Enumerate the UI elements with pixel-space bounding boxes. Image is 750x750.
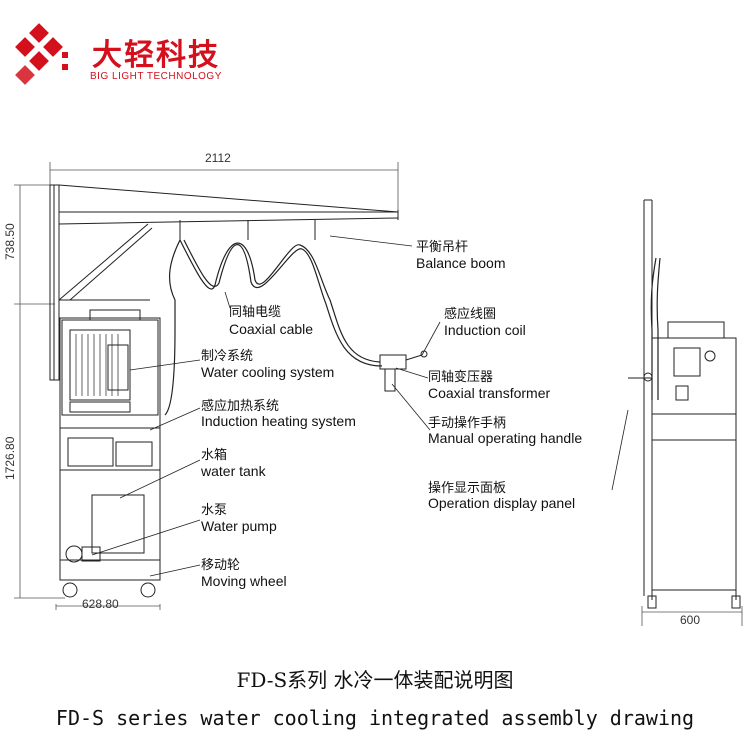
label-water-tank-en: water tank (200, 463, 267, 479)
label-moving-wheel-cn: 移动轮 (201, 558, 240, 573)
side-view (628, 199, 743, 626)
logo-name-en: BIG LIGHT TECHNOLOGY (90, 71, 222, 82)
label-coaxial-cable-en: Coaxial cable (229, 321, 313, 337)
label-display-panel-en: Operation display panel (428, 495, 575, 511)
label-manual-handle-cn: 手动操作手柄 (428, 415, 506, 431)
label-water-tank-cn: 水箱 (201, 447, 227, 463)
label-coaxial-transformer-en: Coaxial transformer (428, 385, 550, 401)
caption-en: FD-S series water cooling integrated ass… (55, 706, 695, 730)
dim-overall-width: 2112 (205, 151, 231, 165)
label-balance-boom-en: Balance boom (416, 255, 506, 271)
logo-mark-icon (15, 23, 68, 85)
label-coaxial-cable-cn: 同轴电缆 (229, 304, 281, 320)
label-water-pump-cn: 水泵 (201, 503, 227, 518)
label-water-cooling-en: Water cooling system (201, 364, 334, 380)
label-induction-coil-cn: 感应线圈 (444, 306, 496, 322)
label-water-cooling-cn: 制冷系统 (201, 349, 253, 364)
label-coaxial-transformer-cn: 同轴变压器 (428, 369, 493, 385)
label-induction-heating-en: Induction heating system (201, 413, 356, 429)
dim-cabinet-depth: 628.80 (82, 597, 119, 611)
dim-cabinet-height: 1726.80 (3, 436, 17, 480)
front-view (14, 162, 428, 610)
caption-cn: FD-S系列 水冷一体装配说明图 (236, 668, 514, 692)
label-water-pump-en: Water pump (201, 518, 277, 534)
label-display-panel-cn: 操作显示面板 (428, 480, 506, 496)
dim-boom-height: 738.50 (3, 223, 17, 260)
logo-name-cn: 大轻科技 (92, 38, 220, 73)
dim-side-width: 600 (680, 613, 700, 627)
label-induction-heating-cn: 感应加热系统 (201, 398, 279, 414)
label-moving-wheel-en: Moving wheel (201, 573, 287, 589)
leader-lines (91, 235, 629, 577)
label-manual-handle-en: Manual operating handle (428, 430, 582, 446)
label-induction-coil-en: Induction coil (444, 322, 526, 338)
label-balance-boom-cn: 平衡吊杆 (416, 240, 468, 255)
